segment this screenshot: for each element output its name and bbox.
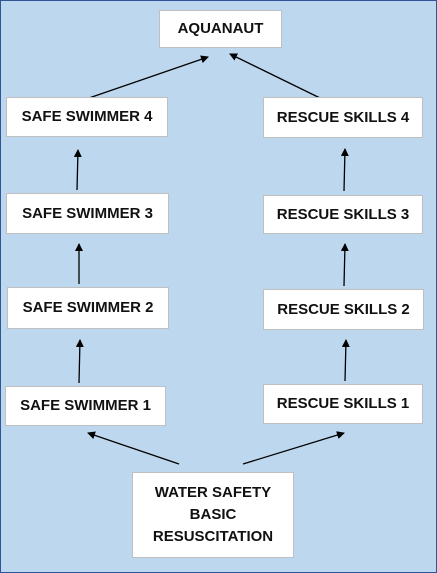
node-rescue-skills-4: RESCUE SKILLS 4 — [263, 97, 423, 138]
node-safe-swimmer-4: SAFE SWIMMER 4 — [6, 97, 168, 137]
arrow-safe-swimmer-4-to-aquanaut — [88, 55, 209, 99]
node-rescue-skills-1: RESCUE SKILLS 1 — [263, 384, 423, 424]
root-line-1: WATER SAFETY — [154, 484, 272, 502]
arrow-root-to-safe-swimmer-1 — [87, 431, 180, 465]
root-line-3: RESUSCITATION — [152, 527, 274, 545]
arrow-rescue-skills-2-to-3 — [340, 243, 349, 287]
arrow-rescue-skills-3-to-4 — [340, 148, 349, 192]
arrow-rescue-skills-1-to-2 — [341, 339, 350, 382]
node-safe-swimmer-1: SAFE SWIMMER 1 — [5, 386, 166, 426]
arrow-root-to-rescue-skills-1 — [242, 431, 345, 465]
node-water-safety-basic-resuscitation: WATER SAFETY BASIC RESUSCITATION — [132, 472, 294, 558]
arrow-safe-swimmer-3-to-4 — [73, 149, 82, 191]
arrow-safe-swimmer-1-to-2 — [75, 339, 84, 384]
node-safe-swimmer-2: SAFE SWIMMER 2 — [7, 287, 169, 329]
root-line-2: BASIC — [189, 506, 237, 524]
node-rescue-skills-2: RESCUE SKILLS 2 — [263, 289, 424, 330]
node-safe-swimmer-3: SAFE SWIMMER 3 — [6, 193, 169, 234]
node-aquanaut: AQUANAUT — [159, 10, 282, 48]
node-rescue-skills-3: RESCUE SKILLS 3 — [263, 195, 423, 234]
arrow-rescue-skills-4-to-aquanaut — [229, 53, 321, 99]
